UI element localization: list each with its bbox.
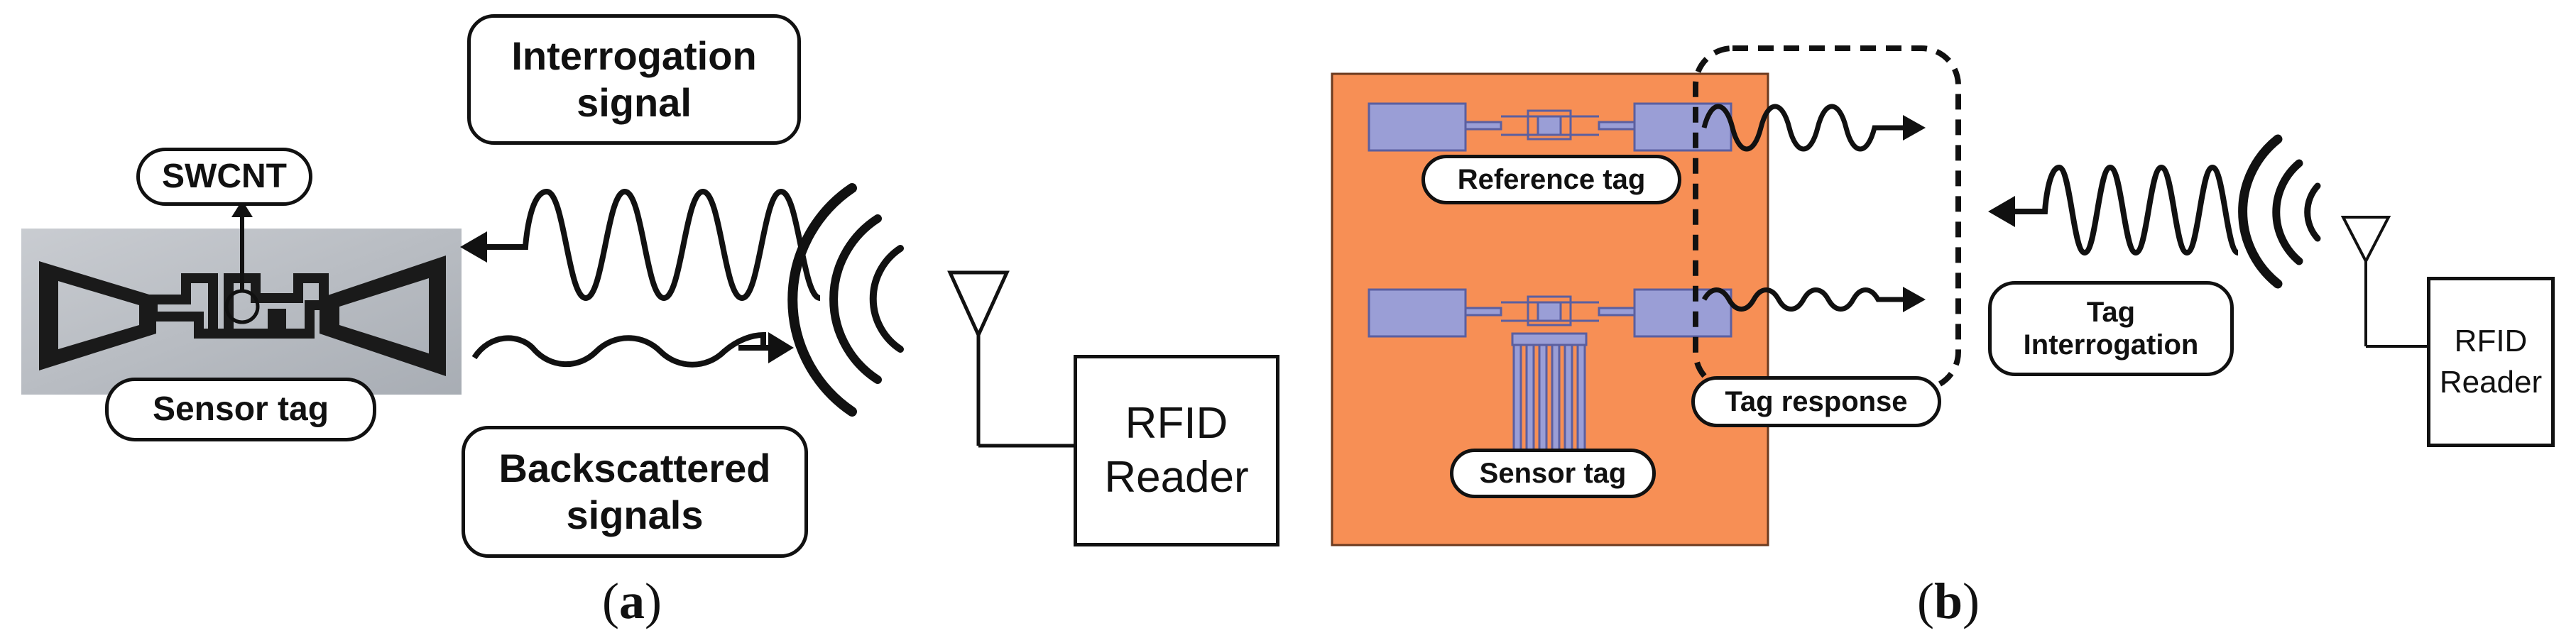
- caption-a-letter: a: [618, 573, 645, 630]
- caption-b-letter: b: [1933, 573, 1963, 630]
- reader-line1-b: RFID: [2454, 324, 2528, 358]
- tag-response-label: Tag response: [1691, 376, 1941, 427]
- reader-line1-a: RFID: [1125, 399, 1228, 448]
- reader-line2-a: Reader: [1104, 453, 1249, 502]
- backscattered-arrow-head: [768, 332, 794, 363]
- antenna-icon-b: [2340, 216, 2431, 348]
- panel-b-graphics: [1331, 45, 2431, 546]
- panel-a-graphics: [21, 183, 1079, 448]
- tag-interrogation-wave: [2009, 164, 2239, 256]
- reference-tag-icon: [1368, 102, 1732, 152]
- sensor-response-wave: [1701, 287, 1906, 312]
- antenna-icon: [947, 270, 1079, 448]
- reader-line2-b: Reader: [2439, 365, 2543, 400]
- dipole-antenna-icon: [39, 255, 446, 376]
- interrogation-signal-label: Interrogation signal: [467, 14, 801, 145]
- caption-b: (b): [1917, 572, 1980, 631]
- sensor-tag-label-a: Sensor tag: [105, 378, 376, 441]
- sensor-tag-label-b: Sensor tag: [1450, 449, 1656, 498]
- swcnt-arrow-head: [231, 200, 253, 217]
- radio-wave-icon: [787, 183, 904, 417]
- caption-a-open: (: [602, 573, 619, 630]
- interrogation-wave: [481, 188, 822, 302]
- radio-wave-icon-b: [2238, 134, 2321, 289]
- interrogation-arrow-head: [460, 231, 487, 263]
- swcnt-label: SWCNT: [136, 148, 312, 206]
- rfid-reader-box-b: RFID Reader: [2427, 277, 2555, 447]
- caption-b-open: (: [1917, 573, 1934, 630]
- rfid-reader-box-a: RFID Reader: [1074, 355, 1279, 546]
- reference-response-wave: [1701, 104, 1906, 152]
- tag-interrogation-label: Tag Interrogation: [1988, 281, 2234, 376]
- backscattered-wave: [471, 331, 770, 368]
- caption-b-close: ): [1963, 573, 1980, 630]
- reference-tag-label: Reference tag: [1421, 155, 1681, 204]
- backscattered-signals-label: Backscattered signals: [462, 426, 808, 558]
- caption-a: (a): [602, 572, 662, 631]
- caption-a-close: ): [644, 573, 662, 630]
